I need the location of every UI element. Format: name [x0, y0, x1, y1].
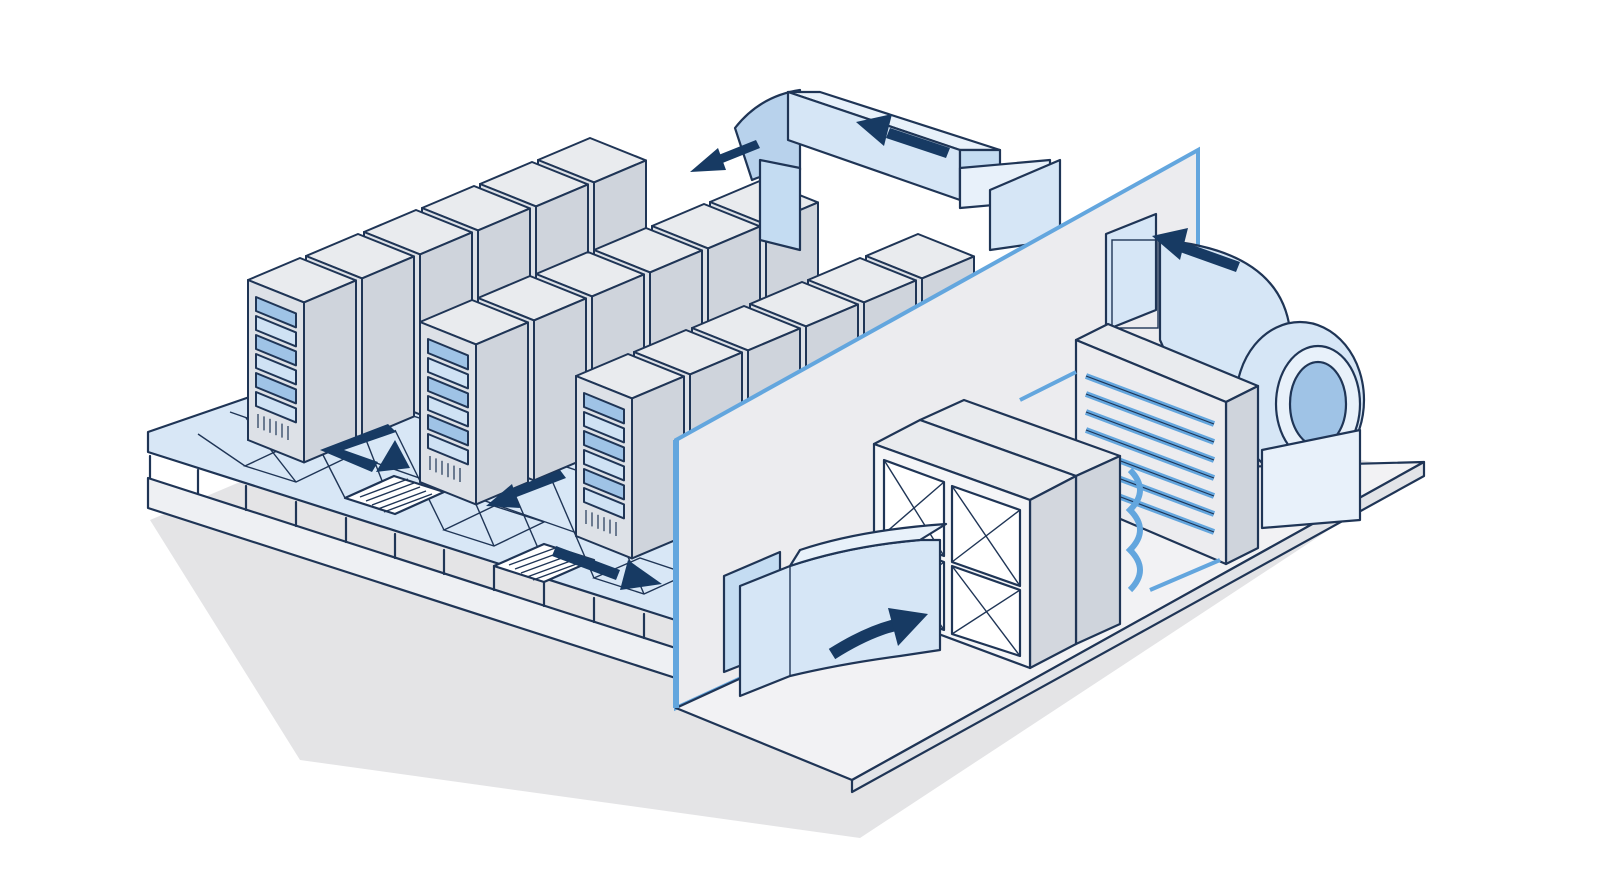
air-duct-icon: [722, 522, 948, 698]
airflow-arrow-icon: [856, 114, 950, 158]
floor-pedestals: [148, 454, 646, 640]
airflow-arrow-icon: [828, 608, 928, 660]
airflow-arrow-icon: [320, 424, 410, 472]
air-filter-icon: [872, 398, 1122, 670]
floor-vent-icon: [343, 474, 446, 516]
air-duct-icon: [733, 88, 1062, 252]
airflow-arrow-icon: [690, 140, 760, 172]
server-rack-icon: [247, 257, 357, 464]
airflow-arrow-icon: [552, 546, 662, 590]
server-rack-icon: [419, 299, 529, 506]
airflow-arrow-icon: [486, 470, 566, 508]
airflow-arrow-icon: [1152, 228, 1240, 272]
server-rack-icon: [575, 353, 685, 560]
